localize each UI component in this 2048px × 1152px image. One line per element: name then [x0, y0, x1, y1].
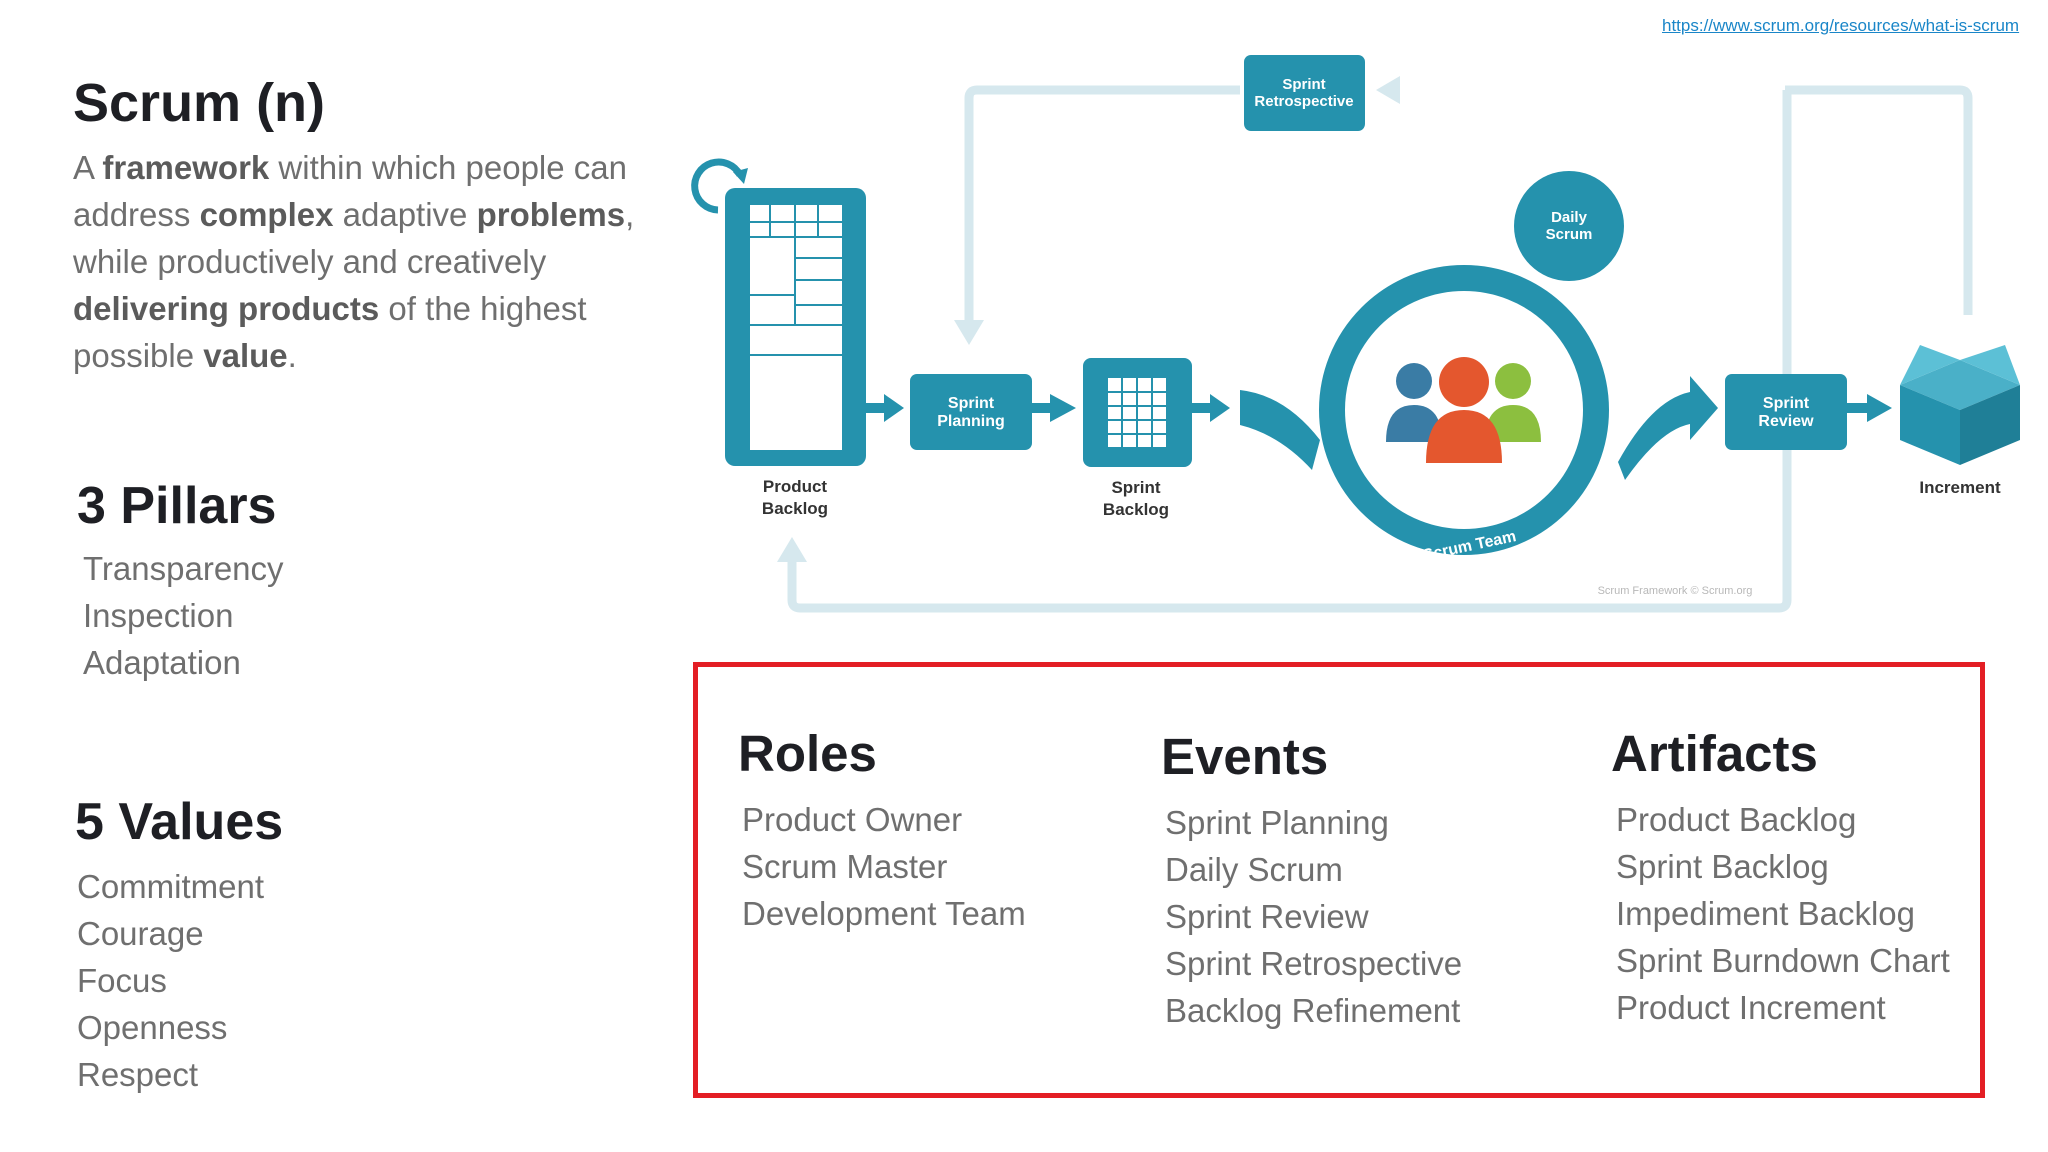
- event-item: Sprint Planning: [1165, 804, 1389, 841]
- backlog-up-arrowhead: [777, 537, 807, 562]
- role-item: Product Owner: [742, 801, 963, 838]
- product-backlog-label: Product: [763, 477, 828, 496]
- events-list: Sprint Planning Daily Scrum Sprint Revie…: [1165, 799, 1462, 1034]
- scrum-framework-diagram: Product Backlog Sprint Planning Sprint B…: [691, 55, 2020, 613]
- artifact-item: Product Backlog: [1616, 801, 1857, 838]
- daily-scrum-bubble: [1514, 171, 1624, 281]
- sprint-planning-label: Sprint: [948, 395, 995, 412]
- product-backlog-grid: [750, 205, 842, 356]
- product-backlog-label: Backlog: [762, 499, 828, 518]
- events-heading: Events: [1161, 728, 1329, 785]
- artifacts-heading: Artifacts: [1611, 725, 1818, 782]
- artifact-item: Impediment Backlog: [1616, 895, 1915, 932]
- values-list: Commitment Courage Focus Openness Respec…: [77, 863, 264, 1098]
- sprint-review-label: Sprint: [1763, 395, 1810, 412]
- sprint-planning-box: [910, 374, 1032, 450]
- sprint-backlog-label: Sprint: [1111, 478, 1160, 497]
- role-item: Scrum Master: [742, 848, 948, 885]
- sprint-retrospective-label: Sprint: [1282, 76, 1325, 93]
- sprint-review-label: Review: [1758, 413, 1814, 430]
- refresh-arrowhead: [733, 168, 748, 184]
- event-item: Daily Scrum: [1165, 851, 1343, 888]
- flow-arrows: [866, 394, 1892, 422]
- sprint-entry-swoosh: [1240, 390, 1320, 470]
- feedback-arrows: [787, 85, 1973, 613]
- value-item: Respect: [77, 1056, 199, 1093]
- page-title: Scrum (n): [73, 73, 326, 133]
- increment-label: Increment: [1919, 478, 2001, 497]
- value-item: Courage: [77, 915, 204, 952]
- artifact-item: Sprint Burndown Chart: [1616, 942, 1950, 979]
- refresh-icon: [691, 158, 744, 214]
- pillars-list: Transparency Inspection Adaptation: [83, 545, 284, 686]
- sprint-review-box: [1725, 374, 1847, 450]
- daily-scrum-label: Daily: [1551, 209, 1588, 226]
- pillar-item: Inspection: [83, 597, 234, 634]
- planning-down-arrowhead: [954, 320, 984, 345]
- value-item: Focus: [77, 962, 167, 999]
- event-item: Sprint Review: [1165, 898, 1369, 935]
- value-item: Commitment: [77, 868, 265, 905]
- values-heading: 5 Values: [75, 793, 284, 851]
- event-item: Backlog Refinement: [1165, 992, 1461, 1029]
- sprint-exit-swoosh: [1618, 376, 1718, 480]
- artifact-item: Sprint Backlog: [1616, 848, 1829, 885]
- sprint-retrospective-box: [1244, 55, 1365, 131]
- roles-list: Product Owner Scrum Master Development T…: [742, 796, 1026, 937]
- sprint-cycle-ring: [1319, 265, 1609, 555]
- diagram-credit: Scrum Framework © Scrum.org: [1598, 585, 1753, 597]
- sprint-backlog-label: Backlog: [1103, 500, 1169, 519]
- event-item: Sprint Retrospective: [1165, 945, 1463, 982]
- role-item: Development Team: [742, 895, 1026, 932]
- sprint-backlog-grid: [1108, 378, 1166, 447]
- sprint-retrospective-label: Retrospective: [1254, 93, 1353, 110]
- artifact-item: Product Increment: [1616, 989, 1886, 1026]
- source-link[interactable]: https://www.scrum.org/resources/what-is-…: [1662, 16, 2020, 35]
- pillars-heading: 3 Pillars: [77, 477, 277, 535]
- daily-scrum-label: Scrum: [1546, 226, 1593, 243]
- pillar-item: Transparency: [83, 550, 284, 587]
- sprint-planning-label: Planning: [937, 413, 1005, 430]
- scrum-definition: A framework within which people can addr…: [73, 149, 635, 374]
- artifacts-list: Product Backlog Sprint Backlog Impedimen…: [1616, 796, 1950, 1031]
- pillar-item: Adaptation: [83, 644, 241, 681]
- value-item: Openness: [77, 1009, 228, 1046]
- scrum-team-icon: [1386, 357, 1541, 463]
- retro-arrowhead: [1376, 76, 1400, 104]
- increment-box-icon: [1900, 345, 2020, 465]
- roles-heading: Roles: [738, 725, 877, 782]
- scrum-components-box: [693, 662, 1985, 1098]
